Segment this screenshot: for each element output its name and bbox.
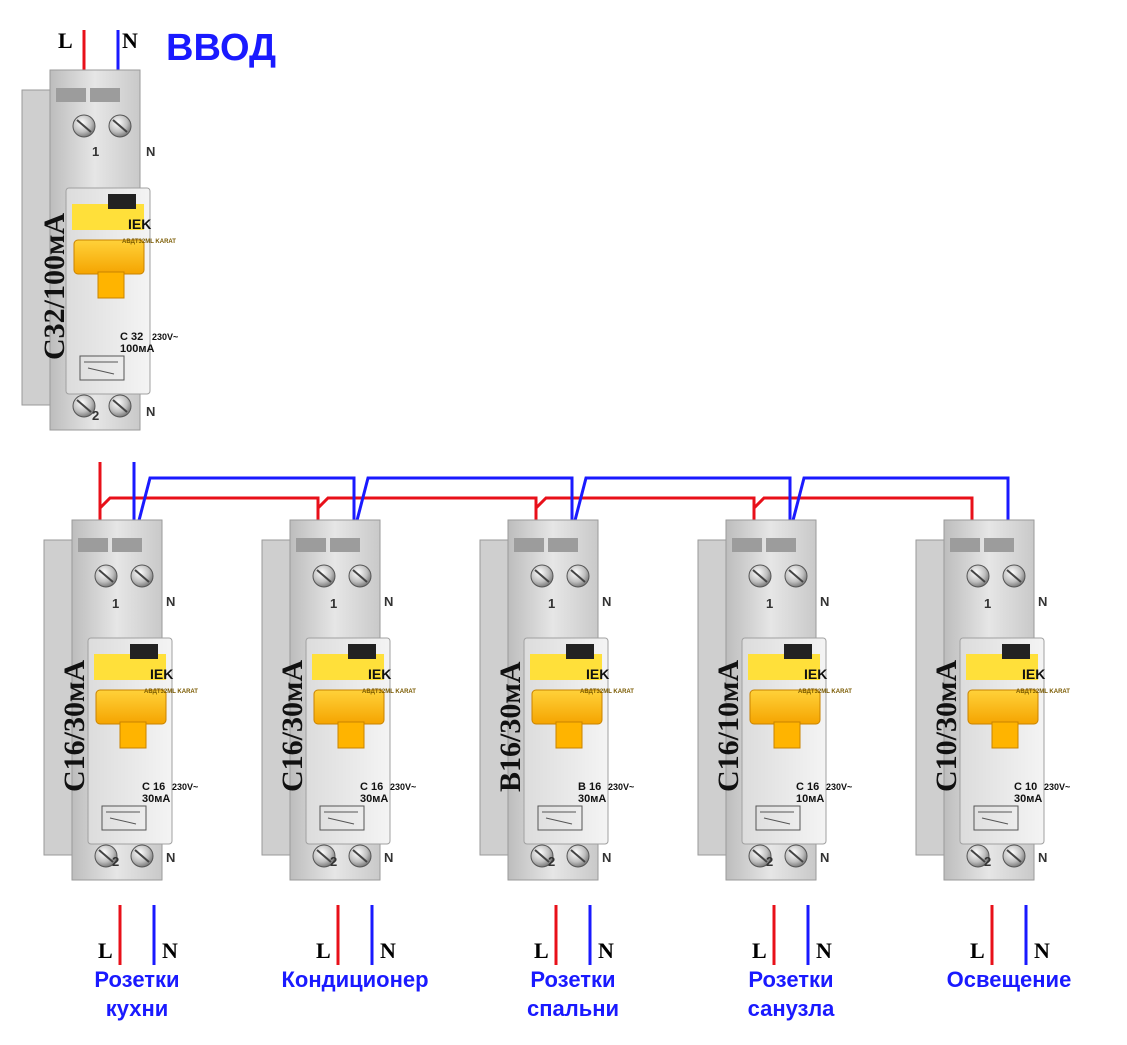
input-model: АВДТ32ML KARAT — [122, 239, 176, 245]
output-terminal-n-top: N — [384, 594, 393, 609]
circuit-name-line2: спальни — [527, 996, 619, 1021]
circuit-name-line2: кухни — [106, 996, 169, 1021]
output-neutral-label: N — [162, 938, 178, 963]
output-terminal-1: 1 — [548, 596, 555, 611]
input-face-voltage: 230V~ — [152, 332, 178, 342]
input-title: ВВОД — [166, 27, 276, 69]
input-terminal-n-top: N — [146, 144, 155, 159]
output-terminal-1: 1 — [766, 596, 773, 611]
output-face-voltage: 230V~ — [608, 782, 634, 792]
output-terminal-1: 1 — [984, 596, 991, 611]
output-rating: C16/10мА — [712, 660, 745, 792]
output-face-voltage: 230V~ — [1044, 782, 1070, 792]
output-terminal-n-bottom: N — [602, 850, 611, 865]
output-terminal-n-bottom: N — [1038, 850, 1047, 865]
output-face-leak: 30мА — [578, 793, 606, 805]
output-line-label: L — [752, 938, 767, 963]
output-terminal-n-bottom: N — [166, 850, 175, 865]
output-rating: B16/30мА — [494, 661, 527, 792]
neutral-busbar — [132, 462, 1010, 533]
output-rating: C16/30мА — [58, 660, 91, 792]
output-terminal-2: 2 — [548, 854, 555, 869]
output-terminal-2: 2 — [984, 854, 991, 869]
wiring-busbars — [82, 30, 1010, 533]
output-line-label: L — [970, 938, 985, 963]
output-terminal-n-top: N — [166, 594, 175, 609]
input-rating: C32/100мА — [38, 213, 71, 360]
output-face-leak: 10мА — [796, 793, 824, 805]
output-terminal-2: 2 — [330, 854, 337, 869]
output-model: АВДТ32ML KARAT — [580, 689, 634, 695]
output-rating: C10/30мА — [930, 660, 963, 792]
output-face-voltage: 230V~ — [390, 782, 416, 792]
output-terminal-2: 2 — [766, 854, 773, 869]
circuit-name-line1: Кондиционер — [281, 967, 428, 992]
input-face-leak: 100мА — [120, 343, 154, 355]
circuit-name-line2: санузла — [748, 996, 836, 1021]
output-brand: IEK — [586, 666, 609, 682]
output-model: АВДТ32ML KARAT — [144, 689, 198, 695]
output-neutral-label: N — [1034, 938, 1050, 963]
output-face-voltage: 230V~ — [826, 782, 852, 792]
output-model: АВДТ32ML KARAT — [1016, 689, 1070, 695]
output-face-leak: 30мА — [1014, 793, 1042, 805]
output-face-curve: C 10 — [1014, 781, 1037, 793]
output-line-label: L — [316, 938, 331, 963]
output-model: АВДТ32ML KARAT — [362, 689, 416, 695]
input-breaker: IEK АВДТ32ML KARAT C 32 230V~ 100мА 1 N … — [21, 69, 178, 431]
output-terminal-1: 1 — [330, 596, 337, 611]
output-face-voltage: 230V~ — [172, 782, 198, 792]
circuit-name-line1: Розетки — [748, 967, 833, 992]
circuit-name-line1: Розетки — [94, 967, 179, 992]
output-face-curve: C 16 — [796, 781, 819, 793]
output-neutral-label: N — [816, 938, 832, 963]
circuit-name-line1: Розетки — [530, 967, 615, 992]
input-neutral-label: N — [122, 28, 138, 53]
circuit-name-line1: Освещение — [947, 967, 1072, 992]
output-brand: IEK — [1022, 666, 1045, 682]
input-brand: IEK — [128, 216, 151, 232]
input-line-label: L — [58, 28, 73, 53]
output-brand: IEK — [150, 666, 173, 682]
output-face-curve: C 16 — [360, 781, 383, 793]
output-face-curve: C 16 — [142, 781, 165, 793]
output-line-label: L — [534, 938, 549, 963]
output-terminal-n-bottom: N — [384, 850, 393, 865]
input-terminal-2: 2 — [92, 408, 99, 423]
output-terminal-n-top: N — [1038, 594, 1047, 609]
output-neutral-label: N — [598, 938, 614, 963]
line-busbar — [98, 462, 974, 532]
input-terminal-n-bottom: N — [146, 404, 155, 419]
output-rating: C16/30мА — [276, 660, 309, 792]
output-terminal-n-top: N — [602, 594, 611, 609]
output-neutral-label: N — [380, 938, 396, 963]
input-terminal-1: 1 — [92, 144, 99, 159]
output-brand: IEK — [804, 666, 827, 682]
output-face-leak: 30мА — [360, 793, 388, 805]
output-brand: IEK — [368, 666, 391, 682]
output-terminal-2: 2 — [112, 854, 119, 869]
output-model: АВДТ32ML KARAT — [798, 689, 852, 695]
input-face-curve: C 32 — [120, 331, 143, 343]
output-terminal-n-top: N — [820, 594, 829, 609]
output-face-curve: B 16 — [578, 781, 601, 793]
output-terminal-n-bottom: N — [820, 850, 829, 865]
output-line-label: L — [98, 938, 113, 963]
output-face-leak: 30мА — [142, 793, 170, 805]
output-terminal-1: 1 — [112, 596, 119, 611]
